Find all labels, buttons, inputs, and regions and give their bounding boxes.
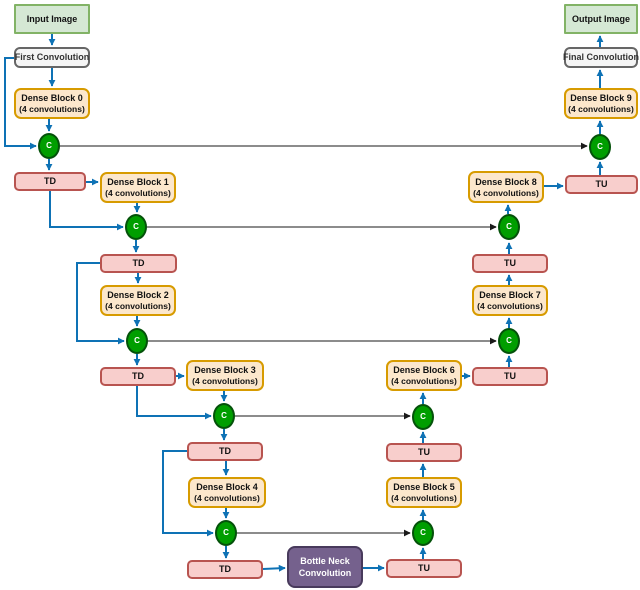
node-c-r0: C [589,134,611,160]
node-db7: Dense Block 7(4 convolutions) [472,285,548,316]
node-sublabel: (4 convolutions) [391,376,457,386]
node-label: C [133,222,139,231]
node-db3: Dense Block 3(4 convolutions) [186,360,264,391]
node-label: TU [418,563,430,573]
node-label: TU [595,179,608,189]
node-label: TD [44,176,56,186]
node-sublabel: (4 convolutions) [194,493,260,503]
node-sublabel: (4 convolutions) [391,493,457,503]
node-c-l3: C [213,403,235,429]
node-label: First Convolution [14,52,90,62]
node-label: C [420,528,426,537]
node-tu5: TU [386,559,462,578]
node-label: TU [504,258,516,268]
node-sublabel: (4 convolutions) [568,104,634,114]
node-label: Final Convolution [563,52,639,62]
node-td4: TD [187,442,263,461]
node-label: C [134,336,140,345]
node-label: TD [132,258,145,268]
node-tu1: TU [565,175,638,194]
node-c-l2: C [126,328,148,354]
node-output: Output Image [564,4,638,34]
node-label: TU [504,371,516,381]
node-c-r1: C [498,214,520,240]
node-label: Dense Block 9 [570,93,632,103]
node-label: Dense Block 1 [107,177,169,187]
node-c-l0: C [38,133,60,159]
node-final-conv: Final Convolution [563,47,639,68]
node-label: TD [219,446,231,456]
node-td3: TD [100,367,176,386]
edge-td5-to-bottleneck [262,564,286,572]
node-c-l4: C [215,520,237,546]
node-label: Dense Block 2 [107,290,169,300]
node-label: Dense Block 5 [393,482,455,492]
node-db1: Dense Block 1(4 convolutions) [100,172,176,203]
node-db9: Dense Block 9(4 convolutions) [564,88,638,119]
node-label: C [46,141,52,150]
node-td5: TD [187,560,263,579]
node-db2: Dense Block 2(4 convolutions) [100,285,176,316]
node-first-conv: First Convolution [14,47,90,68]
node-sublabel: Convolution [298,568,352,578]
node-td1: TD [14,172,86,191]
node-label: Dense Block 6 [393,365,455,375]
node-c-l1: C [125,214,147,240]
node-label: C [506,222,512,231]
node-db6: Dense Block 6(4 convolutions) [386,360,462,391]
node-tu3: TU [472,367,548,386]
node-tu4: TU [386,443,462,462]
node-label: Input Image [26,13,78,24]
node-sublabel: (4 convolutions) [19,104,85,114]
node-tu2: TU [472,254,548,273]
node-sublabel: (4 convolutions) [477,301,543,311]
node-label: Dense Block 8 [475,176,537,187]
node-label: C [420,412,426,421]
node-label: TU [418,447,430,457]
node-sublabel: (4 convolutions) [105,301,171,311]
node-sublabel: (4 convolutions) [192,376,258,386]
node-label: Dense Block 0 [21,93,83,103]
node-db5: Dense Block 5(4 convolutions) [386,477,462,508]
node-label: C [506,336,512,345]
node-label: Dense Block 7 [479,290,541,300]
node-sublabel: (4 convolutions) [105,188,171,198]
node-label: Bottle Neck [300,556,350,566]
node-label: TD [219,564,231,574]
node-c-r2: C [498,328,520,354]
node-c-r4: C [412,520,434,546]
node-label: C [597,142,603,151]
node-sublabel: (4 convolutions) [473,187,539,198]
node-label: TD [132,371,144,381]
node-label: Dense Block 4 [196,482,258,492]
node-label: Output Image [572,13,630,24]
node-label: C [221,411,227,420]
node-c-r3: C [412,404,434,430]
node-td2: TD [100,254,177,273]
node-db0: Dense Block 0(4 convolutions) [14,88,90,119]
node-db4: Dense Block 4(4 convolutions) [188,477,266,508]
node-db8: Dense Block 8(4 convolutions) [468,171,544,203]
node-label: Dense Block 3 [194,365,256,375]
node-input: Input Image [14,4,90,34]
node-label: C [223,528,229,537]
